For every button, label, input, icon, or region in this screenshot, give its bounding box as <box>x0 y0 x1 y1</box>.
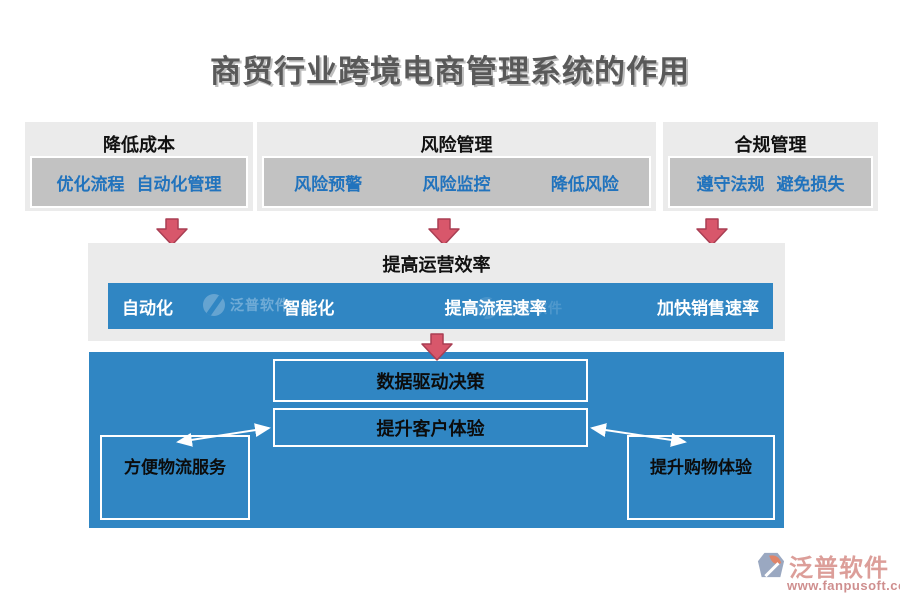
item-label: 自动化管理 <box>136 174 222 194</box>
section-reduce-cost: 降低成本 优化流程 自动化管理 <box>25 122 253 211</box>
section-risk-management: 风险管理 风险预警 风险监控 降低风险 <box>257 122 656 211</box>
watermark-text: 泛普软件 <box>503 300 563 316</box>
outcome-box-shopping: 提升购物体验 <box>627 435 775 520</box>
watermark: 泛普软件 <box>476 297 563 319</box>
down-arrow-icon <box>156 218 188 246</box>
item-label: 加快销售速率 <box>656 298 759 318</box>
section-header: 风险管理 <box>420 135 493 155</box>
section-efficiency: 提高运营效率 泛普软件 泛普软件 自动化 智能化 提高流程速率 加快销售速率 <box>88 243 785 341</box>
down-arrow-icon <box>428 218 460 246</box>
section-items-box: 风险预警 风险监控 降低风险 <box>262 156 651 208</box>
fanpu-logo-icon <box>757 552 785 578</box>
outcome-label: 提升购物体验 <box>650 458 752 477</box>
item-label: 智能化 <box>283 298 335 318</box>
outcome-box-logistics: 方便物流服务 <box>100 435 250 520</box>
efficiency-items-bar: 泛普软件 泛普软件 自动化 智能化 提高流程速率 加快销售速率 <box>108 283 773 329</box>
outcome-box-data-decision: 数据驱动决策 <box>273 359 588 402</box>
brand-name: 泛普软件 <box>789 555 889 582</box>
section-outcomes: 数据驱动决策 提升客户体验 方便物流服务 提升购物体验 <box>89 352 784 528</box>
outcome-box-customer-experience: 提升客户体验 <box>273 408 588 447</box>
item-label: 优化流程 <box>56 174 125 194</box>
section-items-box: 遵守法规 避免损失 <box>668 156 873 208</box>
brand-url: www.fanpusoft.com <box>787 578 900 593</box>
down-arrow-icon <box>696 218 728 246</box>
watermark-logo-icon <box>476 297 498 319</box>
outcome-label: 数据驱动决策 <box>376 371 485 392</box>
watermark: 泛普软件 <box>203 294 290 316</box>
item-label: 避免损失 <box>776 174 845 194</box>
watermark-logo-icon <box>203 294 225 316</box>
outcome-label: 方便物流服务 <box>124 458 226 477</box>
section-header: 提高运营效率 <box>382 255 491 275</box>
section-header: 合规管理 <box>734 135 807 155</box>
item-label: 风险监控 <box>422 174 491 194</box>
brand-logo: 泛普软件 www.fanpusoft.com <box>757 548 900 596</box>
down-arrow-icon <box>421 333 453 361</box>
watermark-text: 泛普软件 <box>230 297 290 313</box>
item-label: 提高流程速率 <box>444 298 547 318</box>
outcome-label: 提升客户体验 <box>376 418 485 439</box>
item-label: 自动化 <box>122 298 173 318</box>
item-label: 降低风险 <box>550 174 619 194</box>
item-label: 风险预警 <box>294 174 363 194</box>
item-label: 遵守法规 <box>696 174 765 194</box>
page-title: 商贸行业跨境电商管理系统的作用 <box>210 54 690 89</box>
section-compliance: 合规管理 遵守法规 避免损失 <box>663 122 878 211</box>
section-header: 降低成本 <box>103 135 175 155</box>
section-items-box: 优化流程 自动化管理 <box>30 156 248 208</box>
